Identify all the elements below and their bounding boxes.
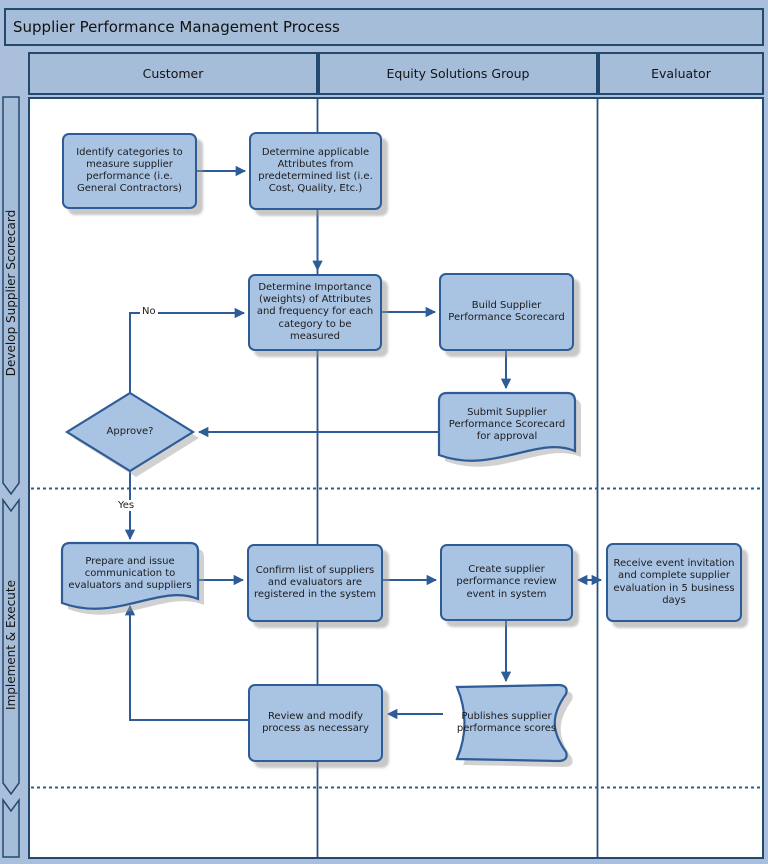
process-determine-importance: Determine Importance (weights) of Attrib… bbox=[248, 274, 382, 351]
node-text: Approve? bbox=[106, 425, 154, 437]
decision-shape-approve bbox=[64, 391, 199, 477]
process-review-modify: Review and modify process as necessary bbox=[248, 684, 383, 762]
edge-approve-no-to-importance bbox=[129, 307, 246, 393]
phase-band-implement bbox=[2, 497, 20, 796]
node-text: Review and modify process as necessary bbox=[262, 710, 369, 734]
node-text: Determine Importance (weights) of Attrib… bbox=[256, 282, 374, 342]
document-prepare-communication-text: Prepare and issue communication to evalu… bbox=[62, 546, 198, 602]
process-build-scorecard: Build Supplier Performance Scorecard bbox=[439, 273, 574, 351]
decision-approve-text: Approve? bbox=[67, 397, 193, 467]
node-text: Confirm list of suppliers and evaluators… bbox=[253, 564, 377, 601]
diagram-title-bar: Supplier Performance Management Process bbox=[4, 8, 764, 46]
lane-label: Customer bbox=[142, 66, 204, 81]
lane-header-customer: Customer bbox=[28, 52, 318, 95]
node-text: Publishes supplier performance scores bbox=[456, 710, 557, 734]
lane-header-equity-solutions-group: Equity Solutions Group bbox=[318, 52, 598, 95]
phase-band-empty bbox=[2, 797, 20, 858]
data-shape-publishes-scores bbox=[455, 683, 573, 767]
node-text: Receive event invitation and complete su… bbox=[613, 558, 735, 606]
edge-label-yes: Yes bbox=[116, 500, 137, 511]
phase-band: Develop Supplier Scorecard Implement & E… bbox=[2, 96, 20, 858]
process-receive-invitation: Receive event invitation and complete su… bbox=[606, 543, 742, 622]
lane-header-evaluator: Evaluator bbox=[598, 52, 764, 95]
data-publishes-scores-text: Publishes supplier performance scores bbox=[449, 689, 564, 757]
diagram-title: Supplier Performance Management Process bbox=[13, 18, 340, 36]
phase-label-develop-supplier-scorecard: Develop Supplier Scorecard bbox=[4, 210, 18, 376]
process-determine-attributes: Determine applicable Attributes from pre… bbox=[249, 132, 382, 210]
node-text: Create supplier performance review event… bbox=[456, 564, 557, 600]
node-text: Build Supplier Performance Scorecard bbox=[448, 299, 565, 323]
node-text: Prepare and issue communication to evalu… bbox=[68, 555, 192, 592]
lane-label: Evaluator bbox=[651, 66, 711, 81]
process-create-event: Create supplier performance review event… bbox=[440, 544, 573, 621]
node-text: Submit Supplier Performance Scorecard fo… bbox=[448, 406, 566, 443]
node-text: Identify categories to measure supplier … bbox=[76, 146, 183, 195]
phase-band-develop bbox=[2, 96, 20, 496]
document-shape-submit-scorecard bbox=[437, 391, 581, 467]
edge-label-no: No bbox=[140, 306, 158, 317]
node-text: Determine applicable Attributes from pre… bbox=[258, 146, 373, 195]
diagram-canvas bbox=[28, 97, 764, 859]
process-identify-categories: Identify categories to measure supplier … bbox=[62, 133, 197, 209]
connectors bbox=[124, 165, 603, 721]
document-submit-scorecard-text: Submit Supplier Performance Scorecard fo… bbox=[439, 396, 575, 454]
lane-label: Equity Solutions Group bbox=[386, 66, 530, 81]
process-confirm-list: Confirm list of suppliers and evaluators… bbox=[247, 544, 383, 622]
edge-review-to-prepare bbox=[124, 604, 248, 721]
phase-label-implement-execute: Implement & Execute bbox=[4, 580, 18, 710]
document-shape-prepare-communication bbox=[60, 541, 204, 615]
